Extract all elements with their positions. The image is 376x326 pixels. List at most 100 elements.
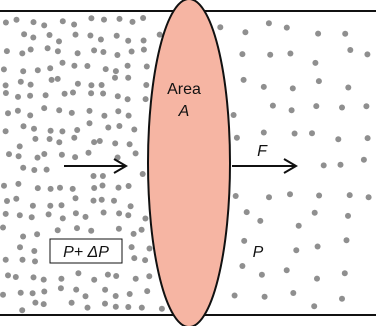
particle <box>138 226 145 233</box>
particle <box>139 171 146 177</box>
particle <box>98 196 105 203</box>
particle <box>58 151 65 158</box>
particle <box>19 256 26 263</box>
particle <box>112 293 119 299</box>
particle <box>13 16 20 23</box>
particle <box>91 185 98 191</box>
particle <box>34 154 41 161</box>
particle <box>71 21 78 28</box>
particle <box>144 288 151 295</box>
particle <box>115 108 122 115</box>
particle <box>146 273 153 280</box>
particle <box>27 92 34 99</box>
particle <box>41 22 48 29</box>
particle <box>105 124 112 131</box>
high-pressure-label-box <box>49 238 123 264</box>
particle <box>42 92 49 99</box>
particle <box>13 195 20 202</box>
particle <box>364 135 371 142</box>
area-symbol: A <box>178 103 190 120</box>
particle <box>12 274 19 280</box>
particle <box>314 275 320 282</box>
particle <box>5 110 11 117</box>
particle <box>48 76 55 83</box>
particle <box>116 210 123 217</box>
particle <box>143 63 150 70</box>
particle <box>0 224 6 231</box>
particle <box>59 215 66 222</box>
particle <box>82 293 89 300</box>
particle <box>2 210 9 217</box>
particle <box>68 109 75 116</box>
particle <box>100 90 107 97</box>
particle <box>312 59 319 66</box>
particle <box>131 126 138 133</box>
particle <box>233 134 240 141</box>
particle <box>316 192 323 199</box>
particle <box>142 215 149 222</box>
particle <box>74 80 81 87</box>
particle <box>230 112 237 118</box>
particle <box>27 112 34 119</box>
particle <box>140 46 147 53</box>
particle <box>20 123 27 130</box>
particle <box>146 245 153 252</box>
particle <box>128 48 135 55</box>
particle <box>142 96 149 103</box>
particle <box>343 237 350 244</box>
particle <box>56 107 63 114</box>
particle <box>125 74 132 81</box>
particle <box>124 96 131 103</box>
particle <box>72 210 79 217</box>
particle <box>29 202 36 209</box>
particle <box>131 255 138 262</box>
particle <box>125 212 132 219</box>
particle <box>14 107 21 114</box>
particle <box>140 15 147 21</box>
particle <box>242 29 249 36</box>
particle <box>364 51 371 58</box>
particle <box>129 18 136 25</box>
particle <box>90 197 97 204</box>
particle <box>45 211 52 218</box>
particle <box>34 185 41 192</box>
particle <box>314 243 321 250</box>
particle <box>315 30 322 37</box>
particle <box>72 195 79 202</box>
particle <box>260 129 267 136</box>
particle <box>112 140 119 147</box>
particle <box>56 139 63 146</box>
particle <box>40 301 47 308</box>
particle <box>239 51 246 58</box>
particle <box>101 112 108 119</box>
particle <box>88 82 95 89</box>
particle <box>46 136 53 142</box>
particle <box>104 271 111 278</box>
particle <box>2 256 9 263</box>
particle <box>31 125 37 132</box>
particle <box>287 191 293 198</box>
particle <box>114 52 121 58</box>
particle <box>71 134 78 141</box>
particle <box>113 32 120 39</box>
particle <box>31 248 38 254</box>
particle <box>32 135 39 142</box>
high-density-particles <box>0 15 165 314</box>
particle <box>283 267 290 274</box>
particle <box>71 62 78 69</box>
particle <box>54 75 61 82</box>
particle <box>266 194 272 201</box>
particle <box>68 299 75 306</box>
particle <box>59 128 66 135</box>
particle <box>72 31 79 38</box>
particle <box>360 156 367 163</box>
particle <box>293 247 300 254</box>
particle <box>54 48 61 55</box>
particle <box>87 32 94 39</box>
particle <box>91 47 98 54</box>
particle <box>15 93 21 100</box>
particle <box>28 214 35 221</box>
particle <box>69 185 76 192</box>
particle <box>283 24 290 31</box>
particle <box>32 258 38 265</box>
